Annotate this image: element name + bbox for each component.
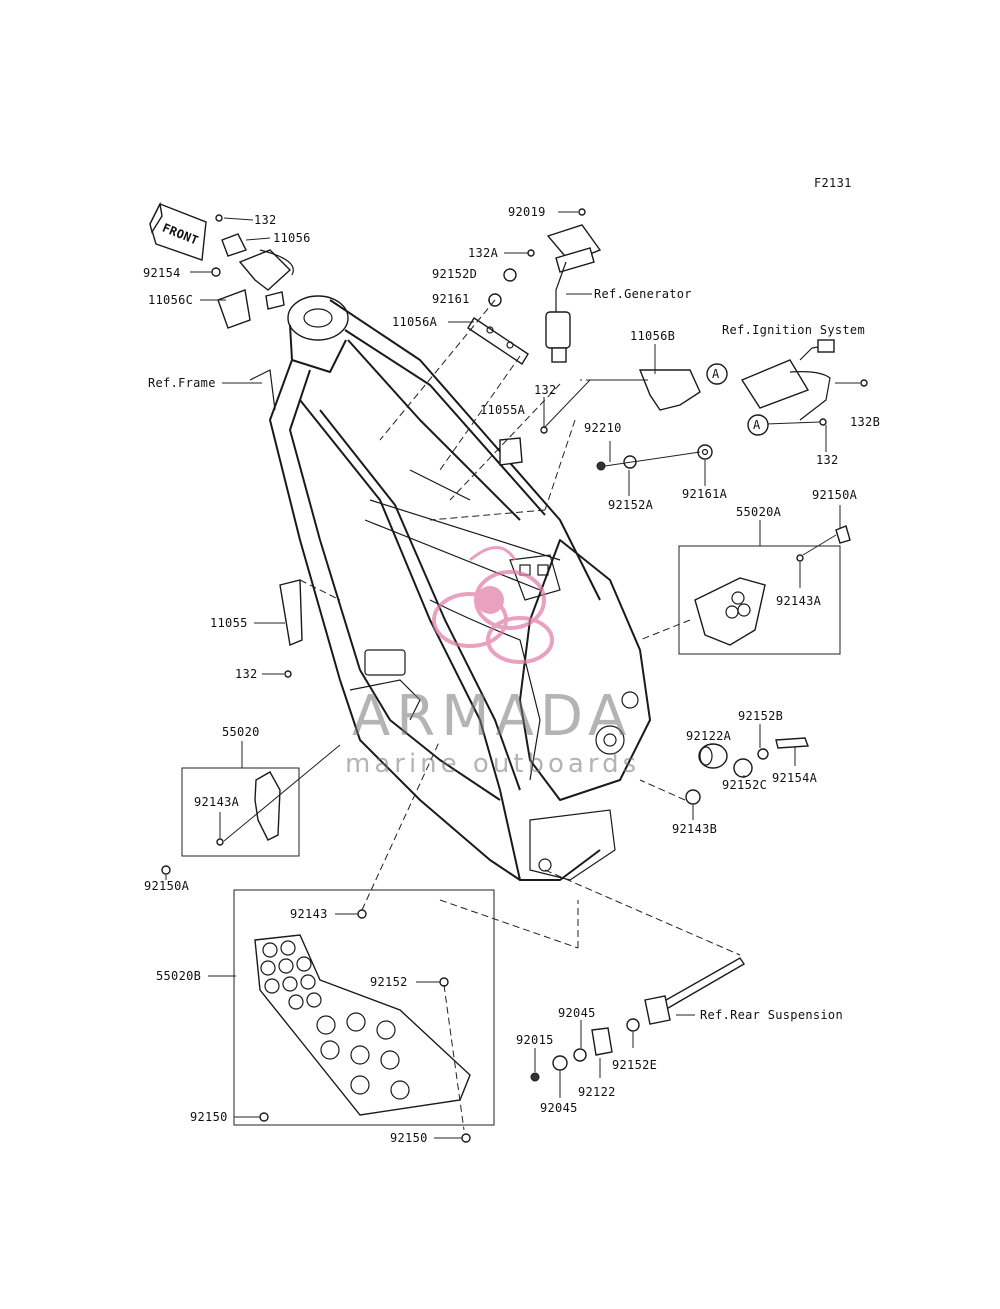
svg-text:A: A [712,367,720,381]
label-92150A-left[interactable]: 92150A [144,879,190,893]
dashed-assembly-lines [299,299,741,1131]
bracket-11055 [279,579,303,678]
label-132-left[interactable]: 132 [235,667,258,681]
skid-plate-holes [260,940,410,1100]
label-92015[interactable]: 92015 [516,1033,554,1047]
label-55020[interactable]: 55020 [222,725,260,739]
label-92152[interactable]: 92152 [370,975,408,989]
label-92152D[interactable]: 92152D [432,267,477,281]
label-92143[interactable]: 92143 [290,907,328,921]
guard-55020A [678,525,851,655]
label-55020A[interactable]: 55020A [736,505,782,519]
label-92152B[interactable]: 92152B [738,709,783,723]
label-92152E[interactable]: 92152E [612,1058,657,1072]
label-11055[interactable]: 11055 [210,616,248,630]
label-92210[interactable]: 92210 [584,421,622,435]
label-11056B[interactable]: 11056B [630,329,675,343]
ignition-coil-assembly [499,339,868,466]
callout-A-top: A [706,363,728,385]
label-92150-left[interactable]: 92150 [190,1110,228,1124]
callout-A-bottom: A [747,414,769,436]
guard-55020 [161,767,300,875]
washer-set-mid [596,444,713,471]
label-55020B[interactable]: 55020B [156,969,201,983]
label-92152A[interactable]: 92152A [608,498,654,512]
ref-frame[interactable]: Ref.Frame [148,376,216,390]
label-92143A-left[interactable]: 92143A [194,795,240,809]
label-92143B[interactable]: 92143B [672,822,717,836]
ref-ignition-system[interactable]: Ref.Ignition System [722,323,865,337]
label-132B[interactable]: 132B [850,415,880,429]
diagram-code: F2131 [814,176,852,190]
label-11056A[interactable]: 11056A [392,315,438,329]
skid-plate-55020B [233,889,495,1143]
svg-text:A: A [753,418,761,432]
watermark-brand: ARMADA [352,684,632,749]
watermark-tagline: marine outboards [345,749,640,779]
label-92154[interactable]: 92154 [143,266,181,280]
label-92152C[interactable]: 92152C [722,778,767,792]
label-11056[interactable]: 11056 [273,231,311,245]
label-92161A[interactable]: 92161A [682,487,728,501]
label-11056C[interactable]: 11056C [148,293,193,307]
label-132-right[interactable]: 132 [816,453,839,467]
label-92161[interactable]: 92161 [432,292,470,306]
label-92150-bottom[interactable]: 92150 [390,1131,428,1145]
regulator-assembly [467,208,602,365]
label-11055A[interactable]: 11055A [480,403,526,417]
label-92150A-right[interactable]: 92150A [812,488,858,502]
label-132-mid[interactable]: 132 [534,383,557,397]
ref-rear-suspension[interactable]: Ref.Rear Suspension [700,1008,843,1022]
label-92143A-right[interactable]: 92143A [776,594,822,608]
label-92045-bottom[interactable]: 92045 [540,1101,578,1115]
label-92122A[interactable]: 92122A [686,729,732,743]
bushing-group-right [685,737,809,805]
motorcycle-frame [249,295,651,881]
label-92154A[interactable]: 92154A [772,771,818,785]
pivot-shaft-group [530,957,745,1082]
label-92019[interactable]: 92019 [508,205,546,219]
leader-lines [165,211,860,1139]
front-arrow-icon: FRONT [149,201,207,261]
ref-generator[interactable]: Ref.Generator [594,287,692,301]
label-92045-top[interactable]: 92045 [558,1006,596,1020]
label-92122[interactable]: 92122 [578,1085,616,1099]
label-132-top[interactable]: 132 [254,213,277,227]
watermark-logo [432,546,554,664]
label-132A[interactable]: 132A [468,246,499,260]
